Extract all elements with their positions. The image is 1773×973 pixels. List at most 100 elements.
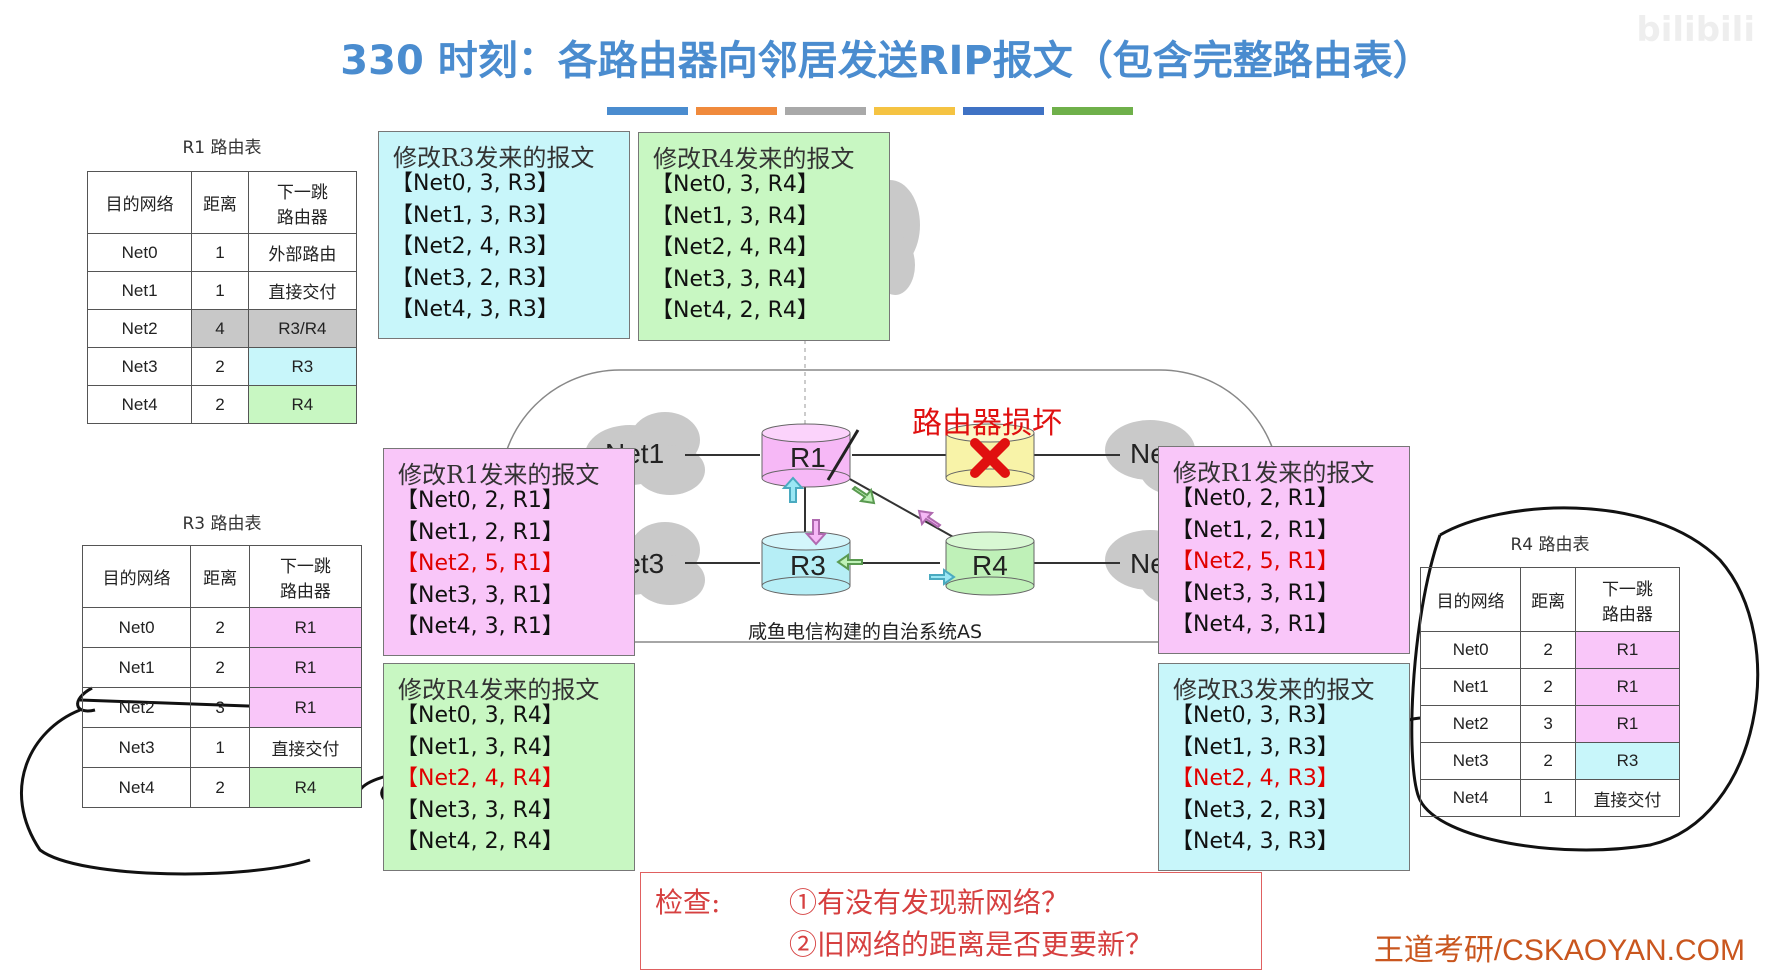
msg-line: 【Net0, 3, R3】 [1171,703,1339,728]
cloud-net1 [585,412,705,495]
msg-r4-from-r3: 修改R3发来的报文 【Net0, 3, R3】 【Net1, 3, R3】 【N… [1158,663,1410,871]
msg-header: 修改R4发来的报文 [398,676,600,704]
msg-line: 【Net2, 4, R3】 [391,234,559,259]
msg-r3-from-r4: 修改R4发来的报文 【Net0, 3, R4】 【Net1, 3, R4】 【N… [383,663,635,871]
table-cell: Net4 [86,385,193,424]
bar-green [1052,107,1133,115]
header-next-hop: 下一跳 路由器 [247,171,358,234]
msg-line: 【Net1, 3, R4】 [651,203,819,229]
msg-line: 【Net2, 5, R1】 [1171,549,1339,574]
msg-line: 【Net4, 3, R3】 [391,297,559,322]
table-cell: 2 [190,767,250,808]
msg-line: 【Net3, 3, R1】 [396,582,564,608]
msg-line: 【Net1, 3, R3】 [1171,734,1339,760]
table-cell: R1 [248,687,363,728]
msg-header: 修改R3发来的报文 [393,144,595,172]
table-cell: R4 [247,385,358,424]
table-cell: R1 [1574,631,1681,669]
table-cell: 2 [190,607,250,648]
bar-darkblue [963,107,1044,115]
table-cell: R1 [248,607,363,648]
table-cell: R1 [1574,668,1681,706]
check-question-1: ①有没有发现新网络？ [789,886,1070,919]
table-cell: Net1 [1419,668,1522,706]
msg-r1-from-r3: 修改R3发来的报文 【Net0, 3, R3】 【Net1, 3, R3】 【N… [378,131,630,339]
check-label: 检查: [655,886,721,919]
table-cell: 直接交付 [1574,779,1681,817]
router-r4 [945,531,1035,596]
r4-table-caption: R4 路由表 [1510,535,1590,555]
table-cell: Net1 [86,271,193,310]
header-distance: 距离 [190,545,250,608]
bar-orange [696,107,777,115]
table-cell: 1 [191,271,249,310]
msg-header: 修改R3发来的报文 [1173,676,1375,704]
table-cell: Net2 [86,309,193,348]
table-cell: 1 [1520,779,1576,817]
table-cell: Net3 [81,727,192,768]
bilibili-watermark: bilibili [1636,10,1755,50]
table-cell: 1 [191,233,249,272]
header-dest: 目的网络 [1419,567,1522,632]
bar-yellow [874,107,955,115]
table-cell: 3 [1520,705,1576,743]
check-box: 检查: ①有没有发现新网络？ ②旧网络的距离是否更要新？ [640,872,1262,970]
msg-header: 修改R1发来的报文 [1173,459,1375,487]
msg-line: 【Net2, 5, R1】 [396,551,564,576]
table-cell: 外部路由 [247,233,358,272]
msg-line: 【Net1, 2, R1】 [1171,517,1339,543]
table-cell: 2 [1520,631,1576,669]
table-cell: R3 [1574,742,1681,780]
msg-line: 【Net4, 3, R1】 [396,614,564,639]
slide-title: 330 时刻：各路由器向邻居发送RIP报文（包含完整路由表） [340,38,1433,84]
msg-line: 【Net3, 3, R4】 [396,797,564,823]
msg-line: 【Net0, 3, R4】 [396,703,564,728]
r3-table-caption: R3 路由表 [182,514,262,534]
bar-blue [607,107,688,115]
msg-line: 【Net3, 2, R3】 [391,265,559,291]
msg-r1-from-r4: 修改R4发来的报文 【Net0, 3, R4】 【Net1, 3, R4】 【N… [638,132,890,341]
table-cell: 直接交付 [247,271,358,310]
message-arrows [781,476,956,586]
msg-line: 【Net0, 3, R4】 [651,172,819,197]
check-question-2: ②旧网络的距离是否更要新？ [789,928,1154,961]
msg-line: 【Net3, 3, R1】 [1171,580,1339,606]
broken-router-label: 路由器损坏 [912,406,1062,441]
router-r1-label: R1 [790,442,826,473]
router-r1 [761,423,851,488]
msg-line: 【Net4, 3, R3】 [1171,829,1339,854]
msg-line: 【Net0, 2, R1】 [1171,486,1339,511]
msg-line: 【Net3, 2, R3】 [1171,797,1339,823]
msg-line: 【Net1, 3, R3】 [391,202,559,228]
header-dest: 目的网络 [86,171,193,234]
footer-brand: 王道考研/CSKAOYAN.COM [1373,934,1745,967]
table-cell: Net1 [81,647,192,688]
table-cell: Net4 [81,767,192,808]
table-cell: 4 [191,309,249,348]
bar-grey [785,107,866,115]
table-cell: Net3 [1419,742,1522,780]
msg-line: 【Net1, 2, R1】 [396,519,564,545]
table-cell: Net0 [1419,631,1522,669]
msg-line: 【Net2, 4, R4】 [651,235,819,260]
msg-line: 【Net1, 3, R4】 [396,734,564,760]
msg-line: 【Net4, 2, R4】 [651,298,819,323]
msg-line: 【Net0, 2, R1】 [396,488,564,513]
header-next-hop: 下一跳 路由器 [1574,567,1681,632]
msg-r3-from-r1: 修改R1发来的报文 【Net0, 2, R1】 【Net1, 2, R1】 【N… [383,448,635,656]
table-cell: R1 [1574,705,1681,743]
table-cell: R4 [248,767,363,808]
table-cell: Net0 [86,233,193,272]
table-cell: 2 [191,385,249,424]
broken-x-icon [970,438,1010,478]
table-cell: Net4 [1419,779,1522,817]
header-distance: 距离 [1520,567,1576,632]
table-cell: 2 [1520,742,1576,780]
table-cell: Net2 [1419,705,1522,743]
msg-line: 【Net0, 3, R3】 [391,171,559,196]
table-cell: 直接交付 [248,727,363,768]
